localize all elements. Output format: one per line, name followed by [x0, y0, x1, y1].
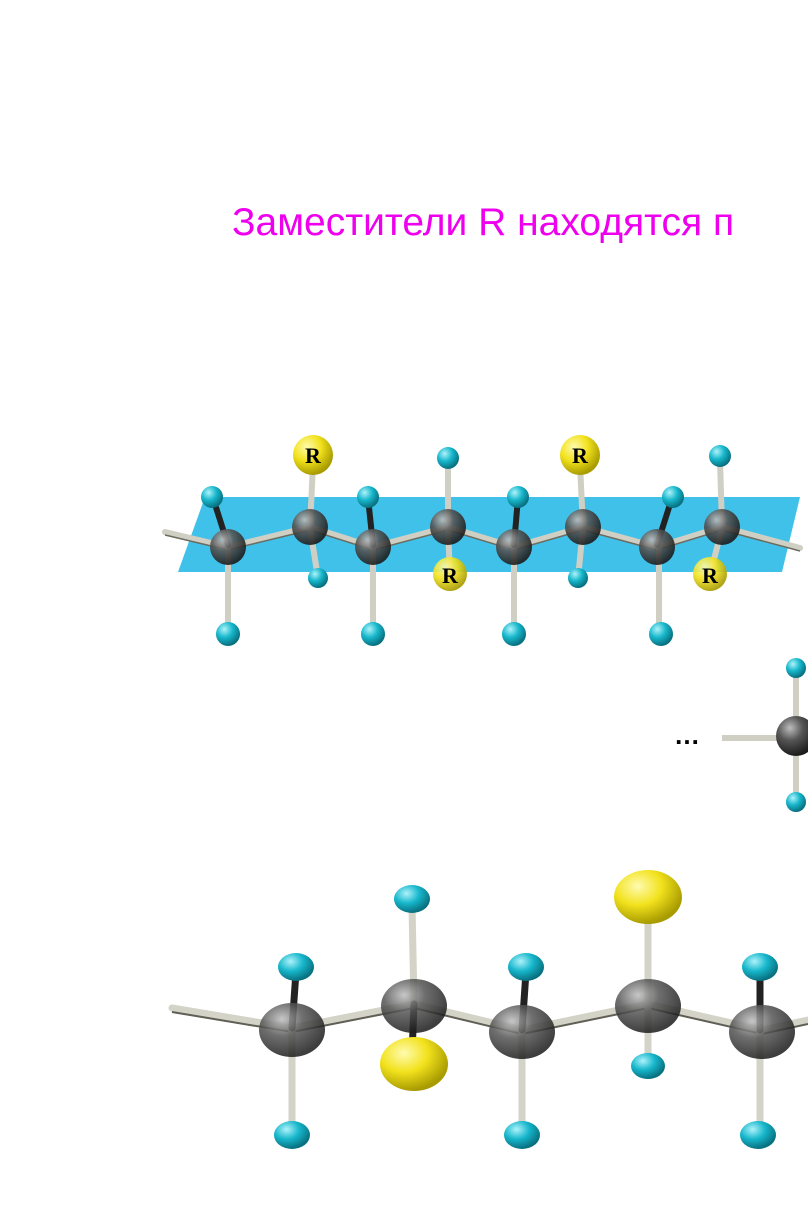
top-carbon-atoms [210, 509, 740, 565]
top-backbone-bonds [162, 523, 803, 551]
substituent-label-r1: R [305, 443, 322, 468]
bottom-carbon-atoms [259, 979, 795, 1059]
side-fragment-dots: … [674, 720, 700, 750]
bottom-substituent-atoms [380, 870, 682, 1091]
bottom-hydrogen-atoms [274, 885, 778, 1149]
substituent-label-r3: R [442, 563, 459, 588]
bottom-chain-model [168, 870, 808, 1149]
substituent-label-r4: R [702, 563, 719, 588]
top-chain-model: R R R R [162, 435, 803, 646]
top-hydrogen-atoms [201, 445, 731, 646]
side-view-fragment: … [674, 658, 808, 812]
caption-text: Заместители R находятся п [232, 201, 735, 244]
substituent-label-r2: R [572, 443, 589, 468]
top-substituent-atoms: R R R R [293, 435, 727, 591]
